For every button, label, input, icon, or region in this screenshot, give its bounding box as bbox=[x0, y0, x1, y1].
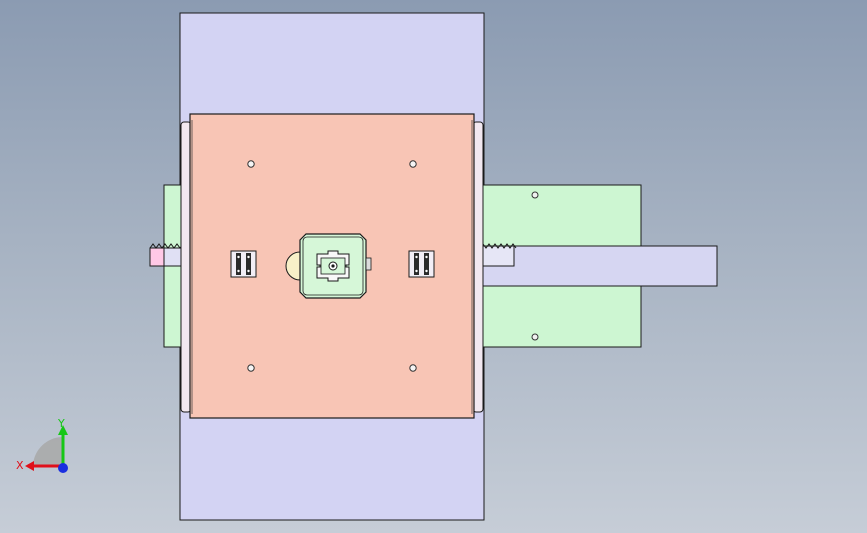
mounting-hole bbox=[409, 364, 417, 372]
x-arrow-head bbox=[25, 461, 34, 471]
x-axis-label: X bbox=[16, 459, 24, 472]
left-rack-teeth bbox=[149, 243, 187, 249]
side-block-hole bbox=[531, 333, 539, 341]
y-axis-label: Y bbox=[57, 417, 65, 430]
side-block-hole bbox=[531, 191, 539, 199]
half-round-boss bbox=[285, 251, 301, 281]
y-arrow-head bbox=[58, 425, 68, 435]
triad-plane bbox=[33, 436, 63, 465]
coordinate-triad: Y X bbox=[16, 417, 68, 473]
center-aluminum-profile[interactable] bbox=[299, 233, 372, 299]
right-hinge-bracket[interactable] bbox=[408, 250, 435, 278]
mounting-hole bbox=[409, 160, 417, 168]
z-axis-dot bbox=[58, 463, 68, 473]
mounting-hole bbox=[247, 160, 255, 168]
left-hinge-bracket[interactable] bbox=[230, 250, 257, 278]
mounting-hole bbox=[247, 364, 255, 372]
left-rack[interactable] bbox=[149, 247, 165, 267]
